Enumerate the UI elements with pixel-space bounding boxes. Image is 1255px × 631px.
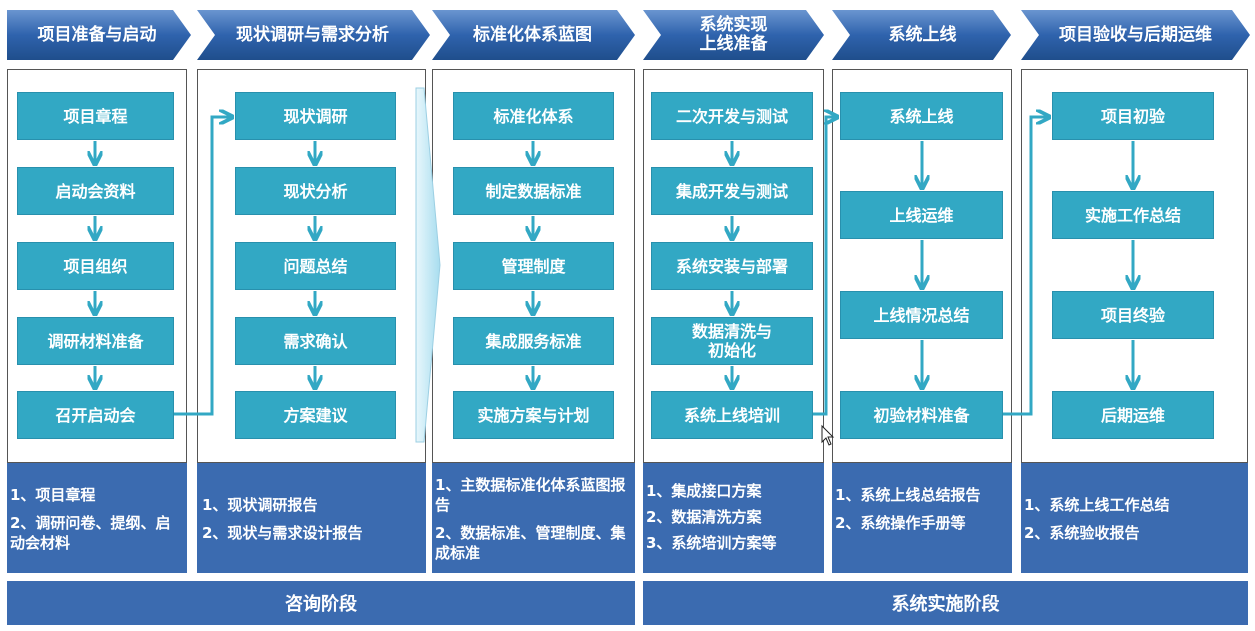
step-preliminary-acceptance: 项目初验 [1052, 92, 1214, 140]
stage-header-5: 系统上线 [888, 24, 957, 45]
step-final-acceptance: 项目终验 [1052, 291, 1214, 339]
step-acceptance-prep: 初验材料准备 [840, 391, 1003, 439]
deliverable-item: 2、系统操作手册等 [835, 514, 966, 532]
step-research-prep: 调研材料准备 [17, 317, 174, 365]
deliverables-stage-6: 1、系统上线工作总结 2、系统验收报告 [1021, 463, 1248, 573]
deliverable-item: 1、项目章程 [10, 486, 96, 504]
step-work-summary: 实施工作总结 [1052, 191, 1214, 239]
deliverable-item: 1、主数据标准化体系蓝图报告 [435, 476, 626, 514]
step-management-policy: 管理制度 [453, 242, 614, 290]
deliverable-item: 3、系统培训方案等 [646, 534, 777, 552]
deliverable-item: 1、集成接口方案 [646, 482, 762, 500]
stage-header-2: 现状调研与需求分析 [236, 24, 389, 45]
step-solution-proposal: 方案建议 [235, 391, 396, 439]
step-system-golive: 系统上线 [840, 92, 1003, 140]
deliverable-item: 2、数据清洗方案 [646, 508, 762, 526]
deliverable-item: 2、调研问卷、提纲、启动会材料 [10, 514, 171, 552]
step-project-charter: 项目章程 [17, 92, 174, 140]
step-data-cleansing: 数据清洗与 初始化 [651, 317, 813, 365]
deliverable-item: 2、现状与需求设计报告 [202, 524, 363, 542]
step-golive-summary: 上线情况总结 [840, 291, 1003, 339]
deliverable-item: 1、现状调研报告 [202, 496, 318, 514]
deliverable-item: 1、系统上线总结报告 [835, 486, 981, 504]
phase-consulting: 咨询阶段 [7, 581, 635, 625]
deliverables-stage-1: 1、项目章程 2、调研问卷、提纲、启动会材料 [7, 463, 187, 573]
step-current-analysis: 现状分析 [235, 167, 396, 215]
stage-header-6: 项目验收与后期运维 [1059, 24, 1212, 45]
step-implementation-plan: 实施方案与计划 [453, 391, 614, 439]
step-golive-training: 系统上线培训 [651, 391, 813, 439]
step-integration-standard: 集成服务标准 [453, 317, 614, 365]
deliverable-item: 2、系统验收报告 [1024, 524, 1140, 542]
deliverable-item: 2、数据标准、管理制度、集成标准 [435, 524, 626, 562]
stage-header-3: 标准化体系蓝图 [473, 24, 592, 45]
deliverable-item: 1、系统上线工作总结 [1024, 496, 1170, 514]
step-integration-dev: 集成开发与测试 [651, 167, 813, 215]
step-standard-system: 标准化体系 [453, 92, 614, 140]
step-kickoff-meeting: 召开启动会 [17, 391, 174, 439]
step-issue-summary: 问题总结 [235, 242, 396, 290]
step-system-install: 系统安装与部署 [651, 242, 813, 290]
step-current-research: 现状调研 [235, 92, 396, 140]
stage-header-4: 系统实现上线准备 [699, 15, 768, 54]
step-secondary-dev: 二次开发与测试 [651, 92, 813, 140]
step-post-maintenance: 后期运维 [1052, 391, 1214, 439]
deliverables-stage-2: 1、现状调研报告 2、现状与需求设计报告 [197, 463, 426, 573]
deliverables-stage-5: 1、系统上线总结报告 2、系统操作手册等 [832, 463, 1012, 573]
stage-header-1: 项目准备与启动 [37, 24, 157, 45]
step-golive-ops: 上线运维 [840, 191, 1003, 239]
deliverables-stage-3: 1、主数据标准化体系蓝图报告 2、数据标准、管理制度、集成标准 [432, 463, 635, 573]
step-data-standard: 制定数据标准 [453, 167, 614, 215]
step-requirement-confirm: 需求确认 [235, 317, 396, 365]
step-project-organization: 项目组织 [17, 242, 174, 290]
step-kickoff-materials: 启动会资料 [17, 167, 174, 215]
phase-implementation: 系统实施阶段 [643, 581, 1248, 625]
deliverables-stage-4: 1、集成接口方案 2、数据清洗方案 3、系统培训方案等 [643, 463, 824, 573]
